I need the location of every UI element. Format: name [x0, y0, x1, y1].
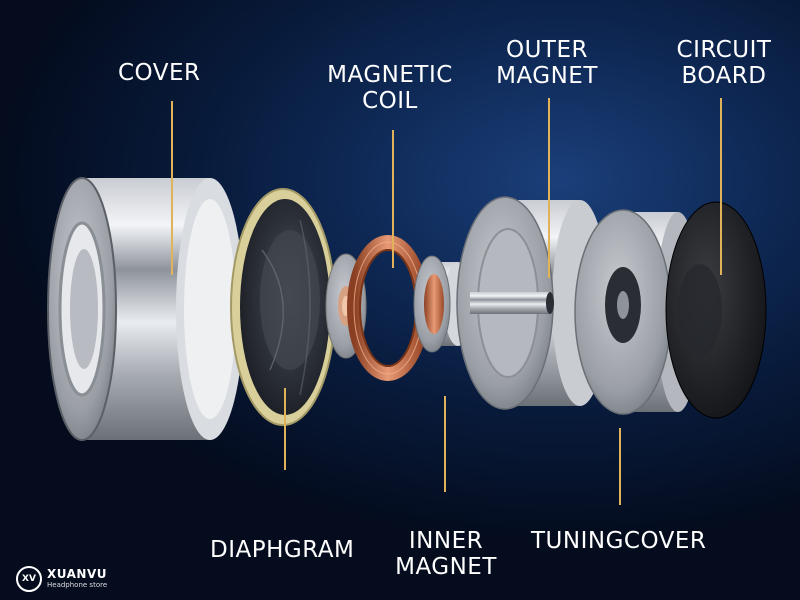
circuit-board-label-line2: BOARD: [681, 63, 767, 89]
magnetic-coil-label: MAGNETIC COIL: [320, 62, 460, 114]
diaphgram-label: DIAPHGRAM: [210, 537, 354, 563]
inner-magnet-label-line2: MAGNET: [395, 554, 497, 580]
inner-magnet-label-line1: INNER: [408, 528, 484, 554]
cover-part: [47, 177, 244, 441]
outer-magnet-label: OUTER MAGNET: [492, 37, 602, 89]
circuit-board-label-line1: CIRCUIT: [676, 37, 772, 63]
tuningcover-label: TUNINGCOVER: [531, 528, 706, 554]
cover-label-text: COVER: [118, 60, 201, 86]
diaphgram-label-text: DIAPHGRAM: [210, 537, 355, 563]
inner-magnet-label: INNER MAGNET: [388, 528, 504, 580]
magnetic-coil-label-line2: COIL: [362, 88, 418, 114]
leader-lines: [171, 98, 722, 505]
cover-label: COVER: [118, 60, 201, 86]
magnetic-coil-label-line1: MAGNETIC: [327, 62, 453, 88]
tuningcover-label-text: TUNINGCOVER: [531, 528, 707, 554]
logo-subtitle: Headphone store: [47, 581, 108, 589]
store-logo: XV XUANVU Headphone store: [16, 566, 107, 592]
outer-magnet-label-line1: OUTER: [505, 37, 588, 63]
logo-name: XUANVU: [47, 567, 107, 581]
logo-text: XUANVU Headphone store: [47, 568, 107, 590]
logo-mark-icon: XV: [16, 566, 42, 592]
diaphragm-part: [230, 188, 336, 426]
circuit-board-part: [665, 201, 767, 419]
outer-magnet-label-line2: MAGNET: [496, 63, 598, 89]
circuit-board-label: CIRCUIT BOARD: [668, 37, 780, 89]
